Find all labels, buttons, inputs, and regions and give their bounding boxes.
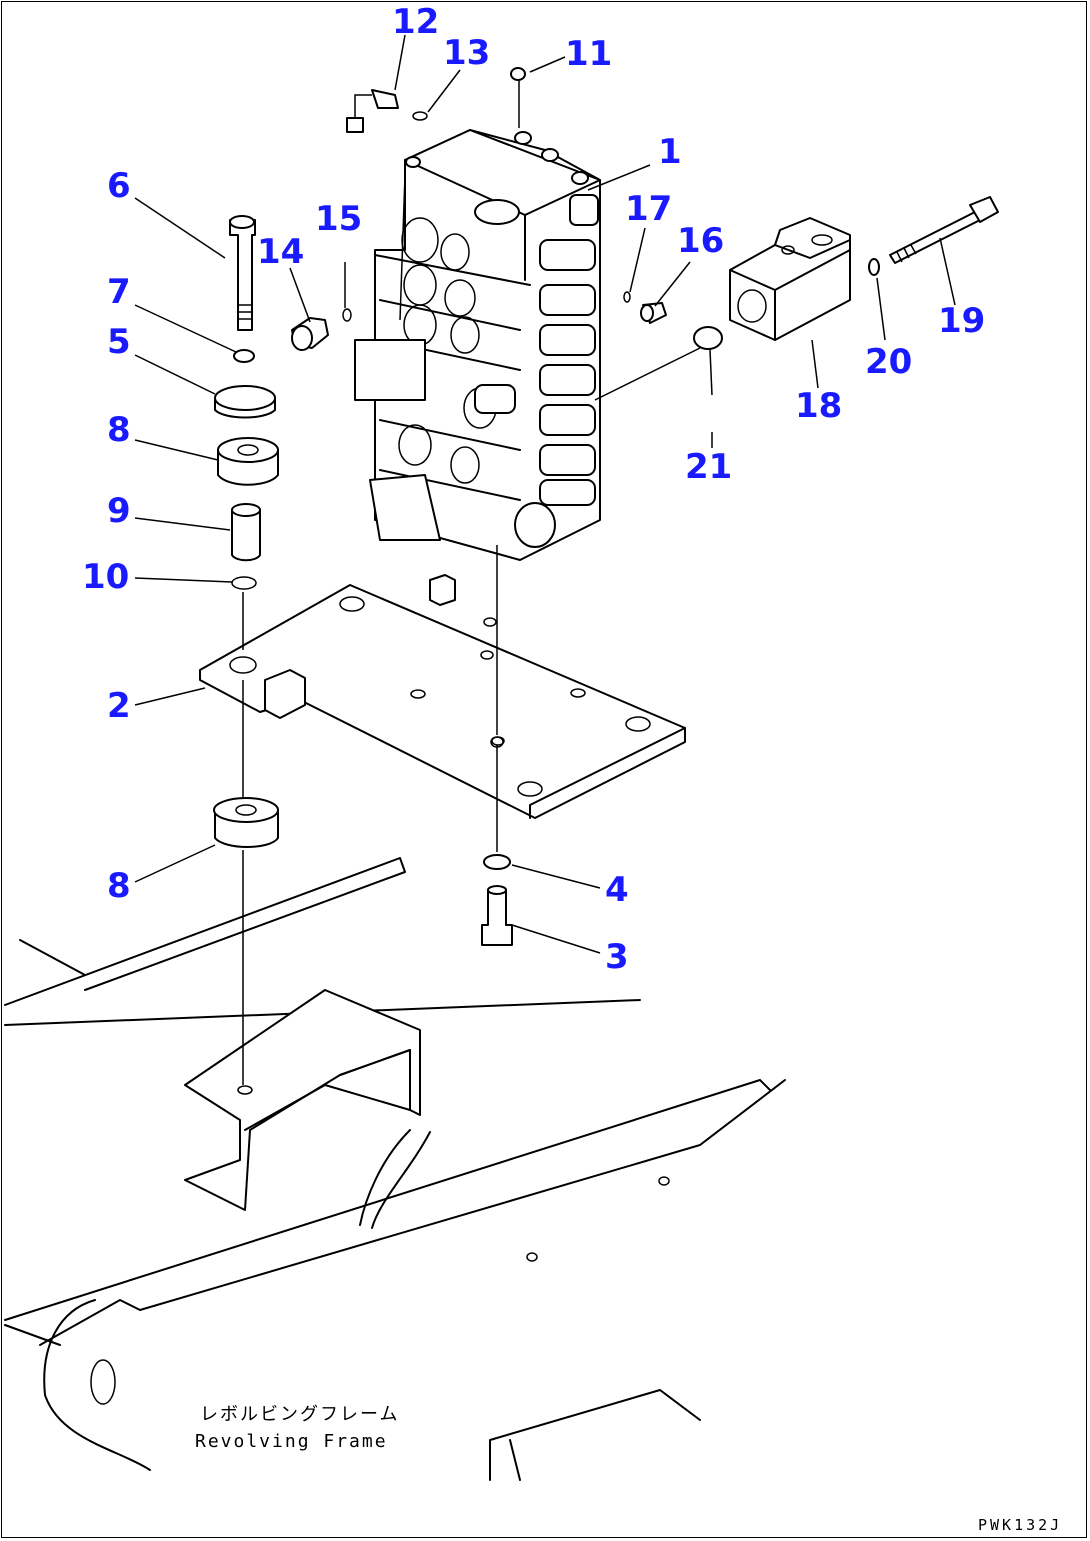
callout-17: 17: [625, 189, 672, 229]
spool-caps: [474, 194, 599, 506]
washer-7: [233, 349, 255, 363]
callout-4: 4: [605, 870, 629, 910]
callout-5: 5: [107, 322, 131, 362]
oring-17: [623, 291, 631, 303]
callout-3: 3: [605, 937, 629, 977]
callout-8-lower: 8: [107, 866, 131, 906]
cap-5: [214, 385, 276, 419]
callout-2: 2: [107, 686, 131, 726]
callout-7: 7: [107, 272, 131, 312]
callout-1: 1: [658, 132, 682, 172]
drawing-code: PWK132J: [978, 1516, 1062, 1534]
callout-labels: 1 2 3 4 5 6 7 8 8 9 10 11 12 13 14 15 16…: [82, 2, 985, 977]
bolt-19: [889, 196, 999, 264]
callout-9: 9: [107, 491, 131, 531]
callout-21: 21: [685, 447, 732, 487]
callout-14: 14: [257, 232, 304, 272]
callout-15: 15: [315, 199, 362, 239]
cushion-8-upper: [217, 437, 279, 486]
assembly-lines: [242, 80, 520, 1085]
cushion-8-lower: [213, 797, 279, 848]
callout-12: 12: [392, 2, 439, 42]
callout-20: 20: [865, 342, 912, 382]
callout-6: 6: [107, 166, 131, 206]
sleeve-9: [231, 503, 261, 562]
callout-19: 19: [938, 301, 985, 341]
callout-11: 11: [565, 34, 612, 74]
washer-20: [868, 258, 880, 276]
callout-10: 10: [82, 557, 129, 597]
fitting-12: [346, 89, 399, 133]
oring-15: [342, 308, 352, 322]
plug-14: [291, 317, 329, 351]
oring-21: [693, 326, 723, 350]
mounting-plate: [199, 574, 686, 819]
oring-13: [412, 111, 428, 121]
revolving-frame: [4, 857, 786, 1481]
adapter-block: [729, 217, 851, 341]
callout-16: 16: [677, 221, 724, 261]
plug-16: [640, 302, 667, 324]
callout-18: 18: [795, 386, 842, 426]
frame-label-japanese: レボルビングフレーム: [200, 1404, 399, 1425]
washer-10: [231, 576, 257, 590]
callout-leaders: [134, 34, 956, 954]
washer-4: [483, 854, 511, 870]
callout-13: 13: [443, 33, 490, 73]
mount-bracket: [184, 989, 421, 1211]
screw-11: [510, 67, 526, 81]
callout-8-upper: 8: [107, 410, 131, 450]
bolt-3: [481, 885, 513, 946]
control-valve: [354, 129, 601, 561]
bolt-6: [229, 215, 256, 331]
frame-label-english: Revolving Frame: [195, 1431, 388, 1452]
